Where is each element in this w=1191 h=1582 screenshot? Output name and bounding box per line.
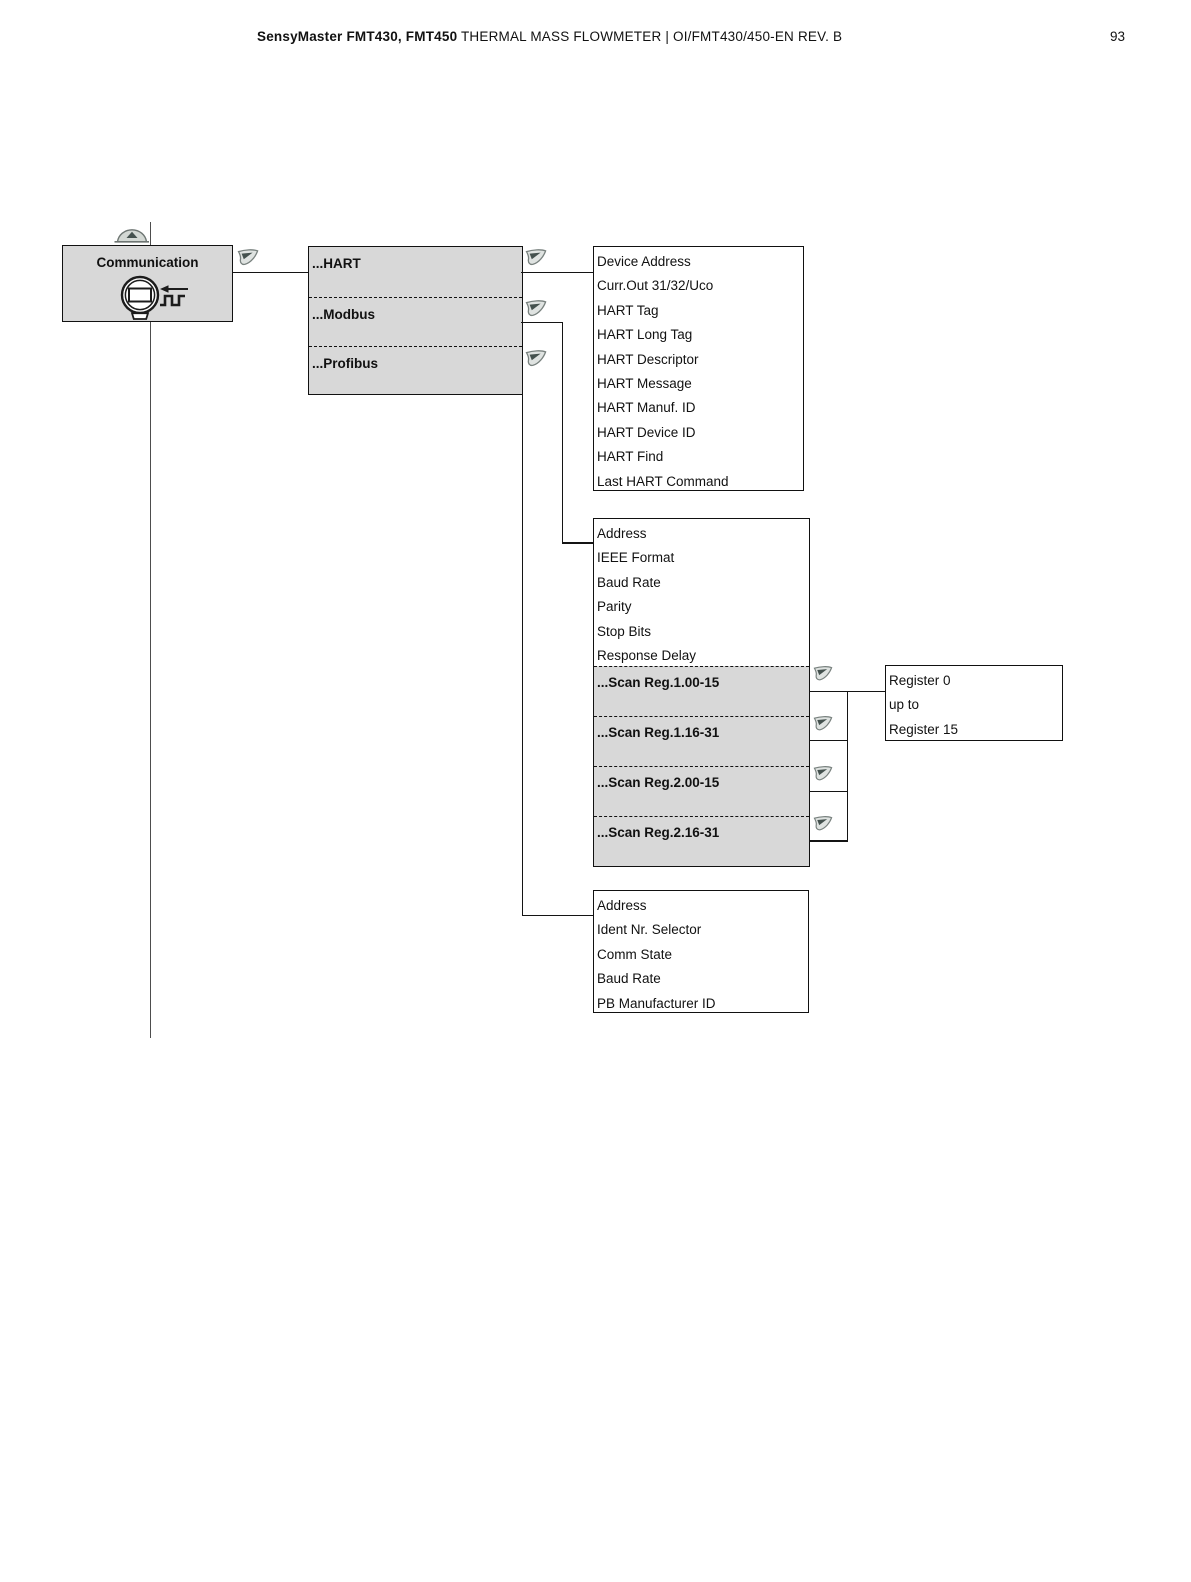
menu-item-hart: ...HART	[312, 256, 361, 271]
list-item: Curr.Out 31/32/Uco	[597, 278, 714, 294]
list-item: Device Address	[597, 254, 691, 269]
transmitter-communication-icon	[120, 275, 188, 320]
menu-item-scan-reg-1-16-31: ...Scan Reg.1.16-31	[594, 716, 809, 766]
connector-profibus-v	[521, 394, 523, 916]
up-arrow-dome-icon	[114, 229, 149, 243]
list-item: up to	[889, 697, 920, 713]
menu-item-profibus: ...Profibus	[309, 346, 522, 396]
select-hand-icon	[236, 248, 260, 268]
connector-profibus-b	[521, 914, 594, 916]
list-item: Response Delay	[597, 648, 697, 664]
page-number: 93	[1109, 29, 1125, 44]
connector-hart	[521, 271, 593, 273]
list-item: HART Descriptor	[597, 351, 699, 367]
document-title-bold: SensyMaster FMT430, FMT450	[257, 29, 458, 44]
list-item: Baud Rate	[597, 971, 661, 987]
connector-scan-cell-2	[809, 790, 848, 792]
list-item: Ident Nr. Selector	[597, 922, 702, 938]
list-item: HART Device ID	[597, 424, 696, 440]
menu-trunk-line	[149, 222, 152, 1038]
register-range-list: Register 0 up to Register 15	[885, 665, 1063, 741]
menu-item-modbus: ...Modbus	[309, 296, 522, 347]
menu-item-scan-reg-1-00-15: ...Scan Reg.1.00-15	[594, 666, 809, 716]
list-item: Register 15	[889, 721, 959, 737]
list-item: HART Tag	[597, 302, 659, 318]
list-item: Register 0	[889, 673, 951, 688]
list-item: Stop Bits	[597, 623, 652, 639]
modbus-parameter-list: Address IEEE Format Baud Rate Parity Sto…	[593, 518, 810, 867]
list-item: Last HART Command	[597, 473, 729, 489]
list-item: Comm State	[597, 946, 673, 962]
list-item: HART Manuf. ID	[597, 400, 696, 416]
connector-scan-cell-1	[809, 739, 848, 741]
connector-modbus-a	[521, 321, 563, 323]
select-hand-icon	[812, 765, 834, 783]
select-hand-icon	[524, 349, 548, 369]
list-item: Baud Rate	[597, 574, 661, 590]
select-hand-icon	[524, 248, 548, 268]
select-hand-icon	[524, 299, 548, 319]
list-item: HART Find	[597, 449, 664, 465]
menu-item-scan-reg-2-00-15: ...Scan Reg.2.00-15	[594, 766, 809, 816]
communication-label: Communication	[96, 255, 199, 270]
connector-scan-cell-3	[809, 840, 848, 842]
connector-root-menu	[233, 271, 308, 273]
list-item: IEEE Format	[597, 550, 675, 566]
document-title-rest: THERMAL MASS FLOWMETER | OI/FMT430/450-E…	[457, 29, 843, 44]
communication-submenu-box: ...HART ...Modbus ...Profibus	[308, 246, 523, 395]
select-hand-icon	[812, 815, 834, 833]
menu-item-scan-reg-2-16-31: ...Scan Reg.2.16-31	[594, 816, 809, 866]
hart-parameter-list: Device Address Curr.Out 31/32/Uco HART T…	[593, 246, 804, 491]
list-item: Parity	[597, 599, 632, 615]
list-item: HART Message	[597, 376, 692, 392]
scan-register-submenu-group: ...Scan Reg.1.00-15 ...Scan Reg.1.16-31 …	[594, 666, 809, 866]
connector-scan-v	[846, 690, 848, 842]
connector-modbus-v	[561, 321, 563, 544]
list-item: Address	[597, 526, 647, 541]
list-item: Address	[597, 898, 647, 913]
profibus-parameter-list: Address Ident Nr. Selector Comm State Ba…	[593, 890, 809, 1013]
page-header: SensyMaster FMT430, FMT450 THERMAL MASS …	[257, 29, 842, 44]
connector-modbus-b	[561, 542, 594, 544]
select-hand-icon	[812, 715, 834, 733]
list-item: HART Long Tag	[597, 327, 693, 343]
list-item: PB Manufacturer ID	[597, 995, 716, 1011]
select-hand-icon	[812, 665, 834, 683]
